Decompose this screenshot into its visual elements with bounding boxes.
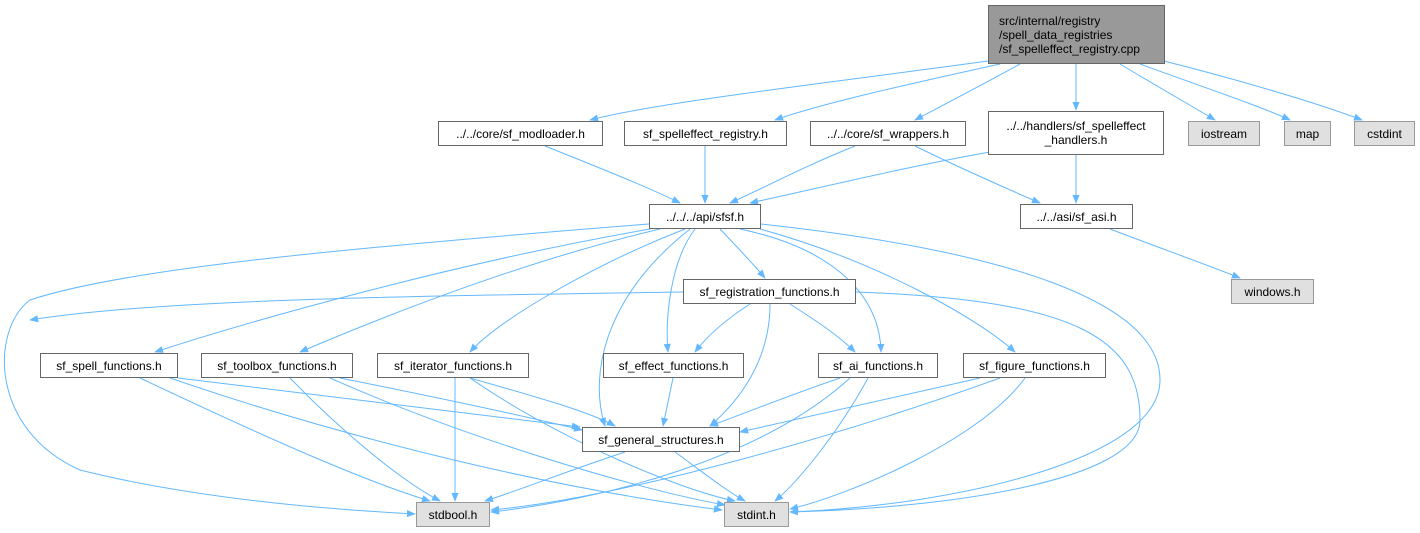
edge-figure-general — [739, 377, 981, 434]
node-spell-functions[interactable]: sf_spell_functions.h — [40, 353, 178, 378]
edge-ai-general — [709, 377, 841, 427]
edge-root-iostream — [1119, 63, 1216, 121]
edge-toolbox-stdbool — [289, 377, 441, 502]
root-file-label-line-3: /sf_spelleffect_registry.cpp — [999, 41, 1140, 56]
node-spell-label: sf_spell_functions.h — [56, 358, 162, 373]
node-stdbool-label: stdbool.h — [428, 507, 478, 522]
node-sf-asi-label: ../../asi/sf_asi.h — [1036, 209, 1117, 224]
edge-sfsf-figure — [759, 228, 1016, 353]
edge-asi-windows — [1109, 228, 1241, 279]
edge-spell-stdint — [169, 377, 723, 513]
root-file-node: src/internal/registry /spell_data_regist… — [988, 5, 1165, 64]
node-effect-label: sf_effect_functions.h — [618, 358, 729, 373]
edge-wrappers-asi — [914, 145, 1041, 204]
node-registration-label: sf_registration_functions.h — [699, 284, 840, 299]
node-map-label: map — [1295, 126, 1320, 141]
edge-modloader-sfsf — [544, 145, 681, 204]
edge-figure-stdint — [789, 377, 1026, 511]
edge-registration-effect — [694, 303, 751, 353]
node-spelleffect-registry[interactable]: sf_spelleffect_registry.h — [624, 121, 787, 146]
node-toolbox-label: sf_toolbox_functions.h — [217, 358, 337, 373]
edge-ai-stdbool — [490, 377, 851, 515]
edge-spell-stdbool — [139, 377, 431, 503]
node-sf-asi[interactable]: ../../asi/sf_asi.h — [1020, 204, 1133, 229]
node-ai-functions[interactable]: sf_ai_functions.h — [818, 353, 938, 378]
edge-sfsf-stdbool — [4, 223, 650, 518]
edge-toolbox-general — [339, 377, 583, 432]
node-iterator-label: sf_iterator_functions.h — [393, 358, 513, 373]
edge-root-map — [1139, 63, 1291, 121]
node-figure-functions[interactable]: sf_figure_functions.h — [963, 353, 1106, 378]
node-sfsf-api[interactable]: ../../../api/sfsf.h — [649, 204, 761, 229]
node-iostream-label: iostream — [1200, 126, 1247, 141]
node-cstdint-label: cstdint — [1367, 126, 1402, 141]
edge-sfsf-ai — [739, 228, 885, 353]
node-figure-label: sf_figure_functions.h — [979, 358, 1090, 373]
edge-iterator-stdint — [469, 377, 736, 503]
edge-root-spelleffect — [774, 63, 1001, 121]
node-iostream[interactable]: iostream — [1188, 121, 1260, 146]
node-map[interactable]: map — [1284, 121, 1331, 146]
edge-ai-stdint — [774, 377, 869, 502]
node-general-label: sf_general_structures.h — [598, 432, 724, 447]
edge-sfsf-spell — [154, 228, 651, 353]
node-registration-functions[interactable]: sf_registration_functions.h — [683, 279, 856, 304]
edge-handlers-sfsf — [749, 151, 991, 205]
node-handlers-label-line-1: ../../handlers/sf_spelleffect — [1006, 119, 1146, 133]
edge-root-cstdint — [1159, 59, 1363, 121]
node-stdint-label: stdint.h — [737, 507, 776, 522]
node-ai-label: sf_ai_functions.h — [832, 358, 924, 373]
edge-sfsf-toolbox — [299, 228, 661, 353]
edge-wrappers-sfsf — [729, 145, 856, 204]
node-modloader-label: ../../core/sf_modloader.h — [456, 126, 585, 141]
edge-registration-general — [709, 303, 771, 427]
node-cstdint[interactable]: cstdint — [1354, 121, 1415, 146]
edge-figure-stdbool — [490, 377, 1001, 513]
node-stdint[interactable]: stdint.h — [724, 502, 789, 527]
edge-effect-general — [661, 377, 674, 427]
edge-sfsf-general — [598, 228, 691, 427]
node-effect-functions[interactable]: sf_effect_functions.h — [603, 353, 744, 378]
node-wrappers-label: ../../core/sf_wrappers.h — [826, 126, 950, 141]
node-iterator-functions[interactable]: sf_iterator_functions.h — [377, 353, 529, 378]
edge-root-modloader — [589, 60, 989, 122]
edge-sfsf-effect — [663, 228, 696, 353]
edge-toolbox-stdint — [329, 377, 726, 508]
edge-general-stdbool — [484, 451, 626, 503]
edge-registration-stdbool — [29, 291, 685, 323]
node-windows-label: windows.h — [1244, 284, 1301, 299]
edge-iterator-general — [469, 377, 616, 427]
root-file-label-line-2: /spell_data_registries — [999, 27, 1113, 42]
edge-registration-ai — [789, 303, 856, 353]
node-sfsf-label: ../../../api/sfsf.h — [665, 209, 745, 224]
node-windows[interactable]: windows.h — [1231, 279, 1314, 304]
edge-root-wrappers — [914, 63, 1021, 121]
edge-spell-general — [177, 377, 581, 430]
edge-sfsf-registration — [719, 228, 766, 279]
root-file-label-line-1: src/internal/registry — [999, 13, 1101, 28]
node-wrappers[interactable]: ../../core/sf_wrappers.h — [810, 121, 966, 146]
node-spelleffect-handlers[interactable]: ../../handlers/sf_spelleffect _handlers.… — [988, 111, 1164, 155]
node-handlers-label-line-2: _handlers.h — [1044, 133, 1108, 147]
edge-registration-stdint — [789, 291, 1141, 516]
edge-general-stdint — [674, 451, 746, 502]
node-modloader[interactable]: ../../core/sf_modloader.h — [438, 121, 603, 146]
node-spelleffect-registry-label: sf_spelleffect_registry.h — [643, 126, 768, 141]
edge-sfsf-stdint — [760, 223, 1161, 516]
edge-sfsf-iterator — [469, 228, 686, 353]
node-toolbox-functions[interactable]: sf_toolbox_functions.h — [201, 353, 353, 378]
node-general-structures[interactable]: sf_general_structures.h — [582, 427, 740, 452]
node-stdbool[interactable]: stdbool.h — [416, 502, 490, 527]
